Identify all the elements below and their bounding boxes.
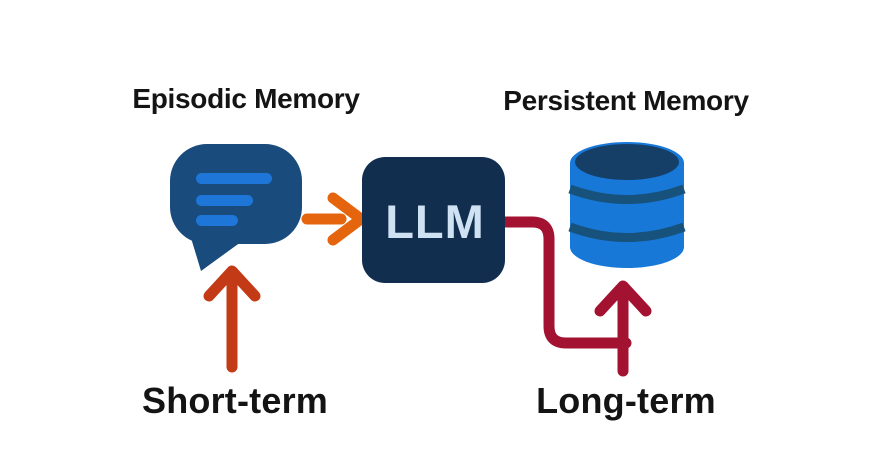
database-icon xyxy=(568,142,686,268)
llm-box-shape xyxy=(362,157,505,283)
chat-bubble-text-lines xyxy=(196,173,272,226)
long-term-label: Long-term xyxy=(536,380,716,421)
database-bands xyxy=(568,184,686,242)
arrow-up-icon xyxy=(203,265,261,373)
llm-label: LLM xyxy=(385,195,485,248)
chat-bubble-icon xyxy=(170,144,302,271)
elbow-arrow-up-icon xyxy=(497,216,652,377)
short-term-label: Short-term xyxy=(141,380,329,421)
persistent-memory-title: Persistent Memory xyxy=(503,85,749,116)
episodic-memory-title: Episodic Memory xyxy=(132,83,360,114)
llm-box xyxy=(362,157,505,283)
arrow-right-icon xyxy=(301,192,367,246)
database-top xyxy=(575,144,679,180)
